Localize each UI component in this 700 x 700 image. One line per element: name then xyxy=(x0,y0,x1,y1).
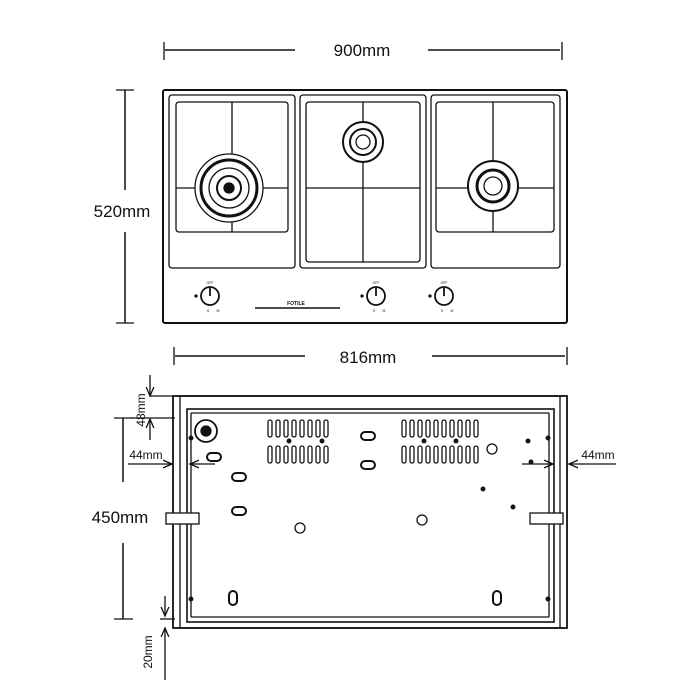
knob-off-label: OFF xyxy=(373,281,380,285)
rivet xyxy=(286,438,292,444)
height-label: 520mm xyxy=(94,202,151,221)
right-margin-dimension: 44mm xyxy=(522,448,616,464)
brand-logo: FOTILE xyxy=(287,301,305,307)
vent-slot xyxy=(457,445,463,464)
vent-slot xyxy=(283,445,289,464)
rivet xyxy=(188,596,194,602)
vent-slot xyxy=(465,419,471,438)
knob-middle[interactable]: OFF S M xyxy=(360,281,386,313)
vent-slot xyxy=(323,445,329,464)
knob-low-label: S xyxy=(207,309,210,313)
vent-slot xyxy=(433,445,439,464)
top-margin-dimension: 48mm xyxy=(130,375,175,440)
vent-slot xyxy=(267,419,273,438)
rivet xyxy=(545,596,551,602)
mounting-slot xyxy=(228,590,238,606)
rivet xyxy=(453,438,459,444)
right-margin-label: 44mm xyxy=(581,448,614,462)
vent-slot xyxy=(457,419,463,438)
vent-slot xyxy=(425,445,431,464)
knob-off-label: OFF xyxy=(441,281,448,285)
vent-slot xyxy=(473,445,479,464)
knob-left[interactable]: OFF S M xyxy=(194,281,220,313)
vent-slot xyxy=(283,419,289,438)
hob-outline xyxy=(162,89,568,324)
clamp-right xyxy=(529,512,564,525)
vent-slot xyxy=(441,445,447,464)
vent-slot xyxy=(441,419,447,438)
knob-low-label: S xyxy=(441,309,444,313)
rivet xyxy=(528,459,534,465)
burner-medium xyxy=(467,160,519,212)
rivet xyxy=(480,486,486,492)
screw-hole xyxy=(486,443,498,455)
vent-slot xyxy=(417,445,423,464)
vent-slot xyxy=(465,445,471,464)
mounting-slot xyxy=(231,506,247,516)
left-margin-dimension: 44mm xyxy=(128,448,215,464)
screw-hole xyxy=(294,522,306,534)
vent-slot xyxy=(409,445,415,464)
knob-right[interactable]: OFF S M xyxy=(428,281,454,313)
top-view: 900mm 520mm xyxy=(94,41,568,324)
rivet xyxy=(525,438,531,444)
knob-off-label: OFF xyxy=(207,281,214,285)
vent-slot xyxy=(449,419,455,438)
vent-slot xyxy=(275,445,281,464)
cutout-width-label: 816mm xyxy=(340,348,397,367)
gas-inlet xyxy=(194,419,218,443)
height-dimension-520: 520mm xyxy=(94,89,151,324)
vent-slot xyxy=(473,419,479,438)
knob-high-label: M xyxy=(217,309,220,313)
width-dimension-816: 816mm xyxy=(173,347,568,367)
top-margin-label: 48mm xyxy=(134,393,148,426)
rivet xyxy=(421,438,427,444)
vent-slot xyxy=(299,445,305,464)
vent-slot xyxy=(323,419,329,438)
bottom-margin-label: 20mm xyxy=(141,635,155,668)
vent-slot xyxy=(315,419,321,438)
vent-slot xyxy=(401,419,407,438)
vent-slot xyxy=(267,445,273,464)
mounting-slot xyxy=(206,452,222,462)
knob-low-label: S xyxy=(373,309,376,313)
height-dimension-450: 450mm xyxy=(92,417,149,620)
mounting-slot xyxy=(231,472,247,482)
grate-middle xyxy=(299,94,427,269)
bottom-margin-dimension: 20mm xyxy=(141,596,175,680)
width-dimension-900: 900mm xyxy=(163,41,563,60)
vent-slot xyxy=(417,419,423,438)
mounting-slot xyxy=(492,590,502,606)
width-label: 900mm xyxy=(334,41,391,60)
rivet xyxy=(510,504,516,510)
vent-slot xyxy=(401,445,407,464)
vent-slot xyxy=(409,419,415,438)
vent-slot xyxy=(433,419,439,438)
vent-slot xyxy=(307,445,313,464)
screw-hole xyxy=(416,514,428,526)
vent-slot xyxy=(299,419,305,438)
mounting-slot xyxy=(360,460,376,470)
vent-slot xyxy=(315,445,321,464)
vent-slot xyxy=(307,419,313,438)
rivet xyxy=(188,435,194,441)
burner-small xyxy=(342,121,384,163)
knob-high-label: M xyxy=(451,309,454,313)
vent-slot xyxy=(291,419,297,438)
rivet xyxy=(545,435,551,441)
rivet xyxy=(319,438,325,444)
bottom-view: 816mm 450mm 48mm 44mm 44mm xyxy=(92,347,616,680)
vent-slot xyxy=(275,419,281,438)
left-margin-label: 44mm xyxy=(129,448,162,462)
burner-large xyxy=(194,153,264,223)
vent-slot xyxy=(449,445,455,464)
knob-high-label: M xyxy=(383,309,386,313)
vent-slot xyxy=(291,445,297,464)
mounting-slot xyxy=(360,431,376,441)
vent-slot xyxy=(425,419,431,438)
clamp-left xyxy=(165,512,200,525)
cutout-height-label: 450mm xyxy=(92,508,149,527)
